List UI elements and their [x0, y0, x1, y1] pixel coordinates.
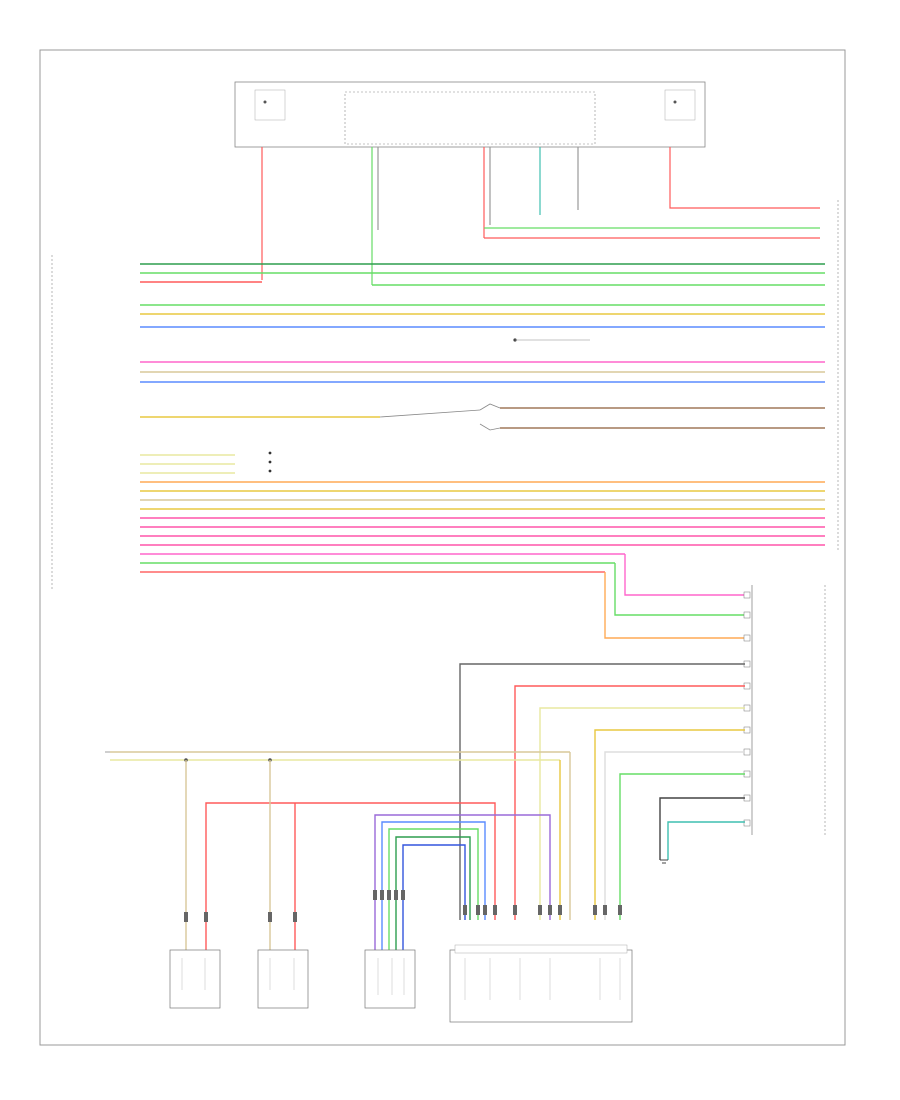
harness-group-5	[140, 451, 825, 573]
harness-group-4	[140, 403, 825, 431]
harness-group-2	[140, 304, 825, 328]
brake-switch-box	[364, 949, 416, 1009]
ground-symbol	[660, 859, 668, 864]
left-switch-wires	[185, 760, 496, 950]
center-control-box	[449, 944, 633, 1023]
steering-to-center-wires	[459, 663, 745, 920]
steering-module	[743, 585, 826, 835]
diagram-frame	[39, 49, 846, 1046]
center-switch-wires	[374, 814, 551, 950]
harness-group-3	[140, 338, 825, 383]
cross-routes	[604, 554, 745, 639]
harness-group-1	[140, 263, 825, 286]
top-module-feeds	[261, 147, 820, 285]
top-module	[234, 81, 706, 148]
right-switch-box	[257, 949, 309, 1009]
left-switch-box	[169, 949, 221, 1009]
wheel-switch-feed	[105, 751, 571, 920]
terminal-marks	[184, 890, 622, 922]
